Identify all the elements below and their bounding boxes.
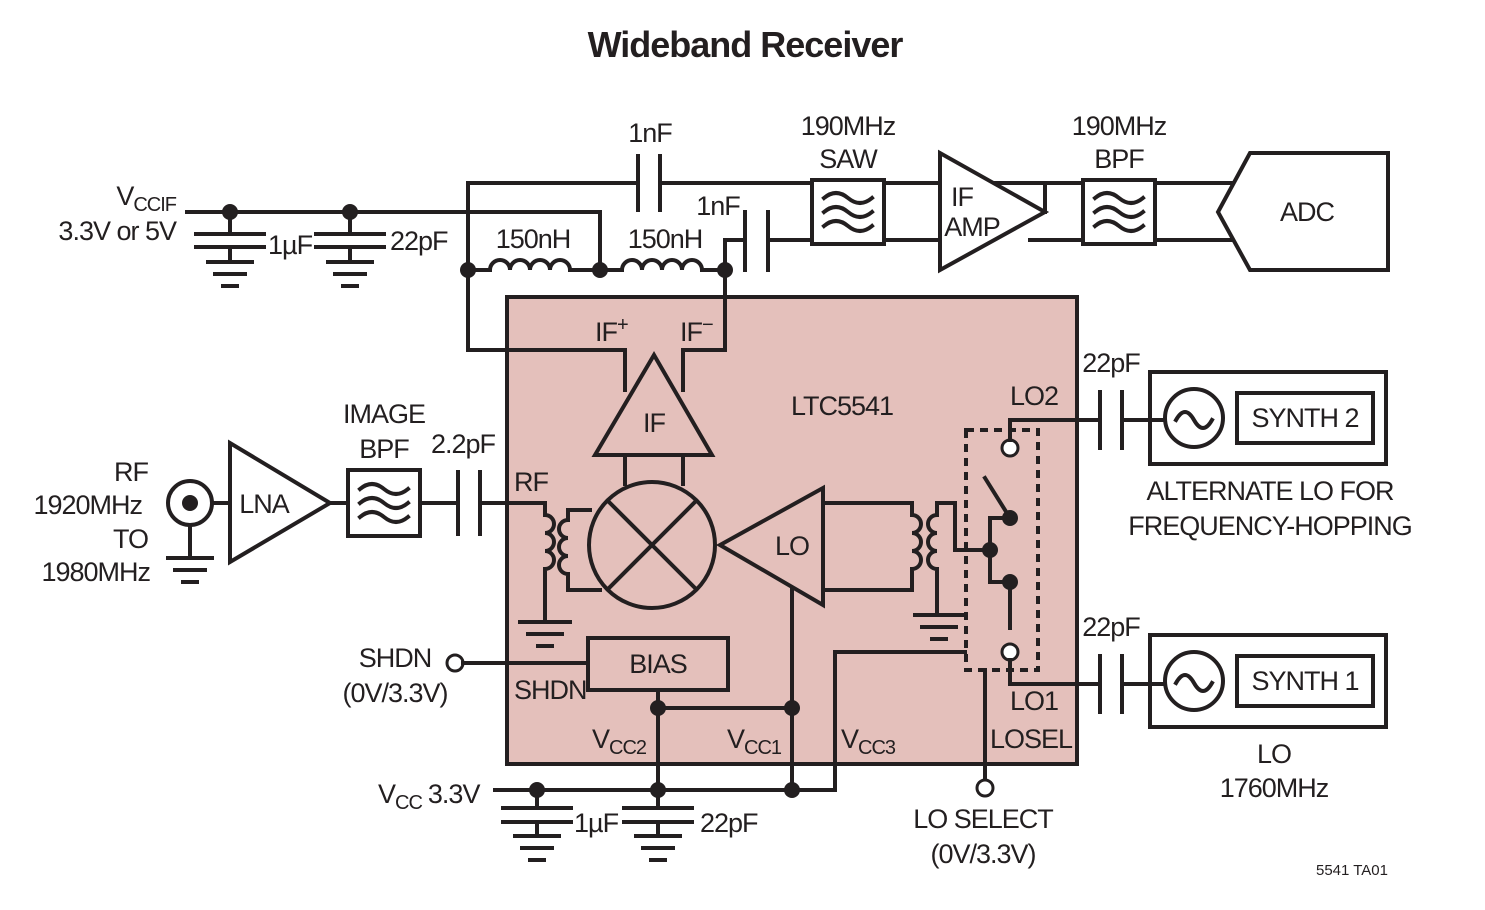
image-bpf-label-1: IMAGE bbox=[343, 399, 425, 429]
losel-label: LOSEL bbox=[990, 724, 1073, 754]
vccif-rail bbox=[185, 210, 602, 272]
filter-icon bbox=[821, 191, 875, 233]
rf-label-2: 1920MHz bbox=[33, 490, 142, 520]
if-block-label: IF bbox=[643, 408, 666, 438]
if-amplifier bbox=[938, 149, 1050, 274]
lo-block-label: LO bbox=[775, 531, 809, 561]
capacitor-22pf-lo2 bbox=[1098, 390, 1167, 450]
capacitor-22pf-vccif bbox=[314, 210, 386, 264]
c-22pf-bot-label: 22pF bbox=[700, 808, 758, 838]
capacitor-1nf-b bbox=[743, 210, 770, 272]
inductor-150nh-1 bbox=[466, 258, 602, 272]
capacitor-1nf-a bbox=[636, 154, 662, 212]
synth2-label: SYNTH 2 bbox=[1251, 403, 1358, 433]
ground-icon bbox=[913, 613, 965, 641]
inductor-150nh-2 bbox=[598, 258, 727, 272]
alt-lo-label-2: FREQUENCY-HOPPING bbox=[1128, 511, 1412, 541]
c-1nf-b-label: 1nF bbox=[696, 191, 740, 221]
bpf-label-1: 190MHz bbox=[1072, 111, 1167, 141]
filter-icon bbox=[357, 482, 411, 524]
if-plus-wire bbox=[466, 181, 640, 392]
saw-label-1: 190MHz bbox=[801, 111, 896, 141]
rf-label-1: RF bbox=[114, 457, 148, 487]
shdn-pin-label: SHDN bbox=[514, 675, 587, 705]
lo-switch bbox=[964, 428, 1040, 672]
c-2p2-label: 2.2pF bbox=[431, 429, 496, 459]
chip-label: LTC5541 bbox=[791, 391, 893, 421]
vccif-label: VCCIF bbox=[116, 181, 176, 216]
rf-label-3: TO bbox=[113, 524, 148, 554]
lo-select-label-1: LO SELECT bbox=[913, 804, 1053, 834]
rf-pin-label: RF bbox=[514, 467, 548, 497]
diagram-title: Wideband Receiver bbox=[588, 24, 904, 65]
figure-id: 5541 TA01 bbox=[1316, 862, 1388, 879]
ifamp-label-2: AMP bbox=[944, 212, 1000, 242]
c-22pf-lo2-label: 22pF bbox=[1082, 348, 1140, 378]
capacitor-2p2pf bbox=[418, 470, 482, 536]
lo-select-terminal bbox=[975, 778, 995, 798]
l2-label: 150nH bbox=[628, 224, 703, 254]
adc bbox=[1215, 151, 1390, 272]
shdn-label-2: (0V/3.3V) bbox=[342, 678, 447, 708]
c-22pf-top-label: 22pF bbox=[390, 226, 448, 256]
ifamp-label-1: IF bbox=[951, 182, 974, 212]
lo-freq-label-1: LO bbox=[1257, 739, 1291, 769]
rf-transformer-primary bbox=[480, 501, 556, 622]
if-amp-block bbox=[591, 351, 716, 457]
vcc3-label: VCC3 bbox=[841, 724, 896, 759]
bpf-label-2: BPF bbox=[1094, 144, 1144, 174]
c-22pf-lo1-label: 22pF bbox=[1082, 612, 1140, 642]
c-1uf-bot-label: 1µF bbox=[574, 808, 619, 838]
lo-select-label-2: (0V/3.3V) bbox=[930, 839, 1035, 869]
lo-amp-block bbox=[715, 484, 825, 609]
synth-1 bbox=[1148, 633, 1388, 729]
lo-freq-label-2: 1760MHz bbox=[1220, 773, 1329, 803]
lna bbox=[228, 439, 334, 566]
vcc1-label: VCC1 bbox=[727, 724, 782, 759]
alt-lo-label-1: ALTERNATE LO FOR bbox=[1146, 476, 1394, 506]
shdn-terminal bbox=[445, 653, 465, 673]
sine-source-icon bbox=[1163, 650, 1225, 712]
ground-icon bbox=[326, 260, 374, 288]
lo2-label: LO2 bbox=[1010, 381, 1058, 411]
c-1uf-top-label: 1µF bbox=[268, 230, 313, 260]
lo1-label: LO1 bbox=[1010, 686, 1058, 716]
capacitor-22pf-vcc bbox=[622, 788, 694, 862]
ground-icon bbox=[206, 260, 254, 288]
lna-label: LNA bbox=[239, 489, 290, 519]
l1-label: 150nH bbox=[496, 224, 571, 254]
filter-icon bbox=[1092, 191, 1146, 233]
synth-2 bbox=[1148, 370, 1388, 466]
capacitor-1uf-vcc bbox=[501, 788, 573, 862]
rf-label-4: 1980MHz bbox=[41, 557, 150, 587]
vccif-voltage: 3.3V or 5V bbox=[58, 216, 177, 246]
vcc2-label: VCC2 bbox=[592, 724, 647, 759]
c-1nf-a-label: 1nF bbox=[628, 118, 672, 148]
sine-source-icon bbox=[1163, 387, 1225, 449]
ground-icon bbox=[518, 618, 572, 648]
capacitor-22pf-lo1 bbox=[1098, 654, 1167, 714]
lo-transformer-primary bbox=[821, 501, 923, 592]
capacitor-1uf-vccif bbox=[194, 210, 266, 264]
image-bpf-label-2: BPF bbox=[359, 434, 409, 464]
if-minus-label: IF− bbox=[680, 314, 713, 347]
if-plus-label: IF+ bbox=[595, 314, 628, 347]
if-minus-wire bbox=[681, 238, 747, 392]
saw-label-2: SAW bbox=[819, 144, 878, 174]
adc-label: ADC bbox=[1280, 197, 1335, 227]
synth1-label: SYNTH 1 bbox=[1251, 666, 1358, 696]
ground-icon bbox=[166, 523, 214, 584]
shdn-label-1: SHDN bbox=[359, 643, 432, 673]
mixer bbox=[587, 480, 717, 610]
bias-label: BIAS bbox=[629, 649, 687, 679]
